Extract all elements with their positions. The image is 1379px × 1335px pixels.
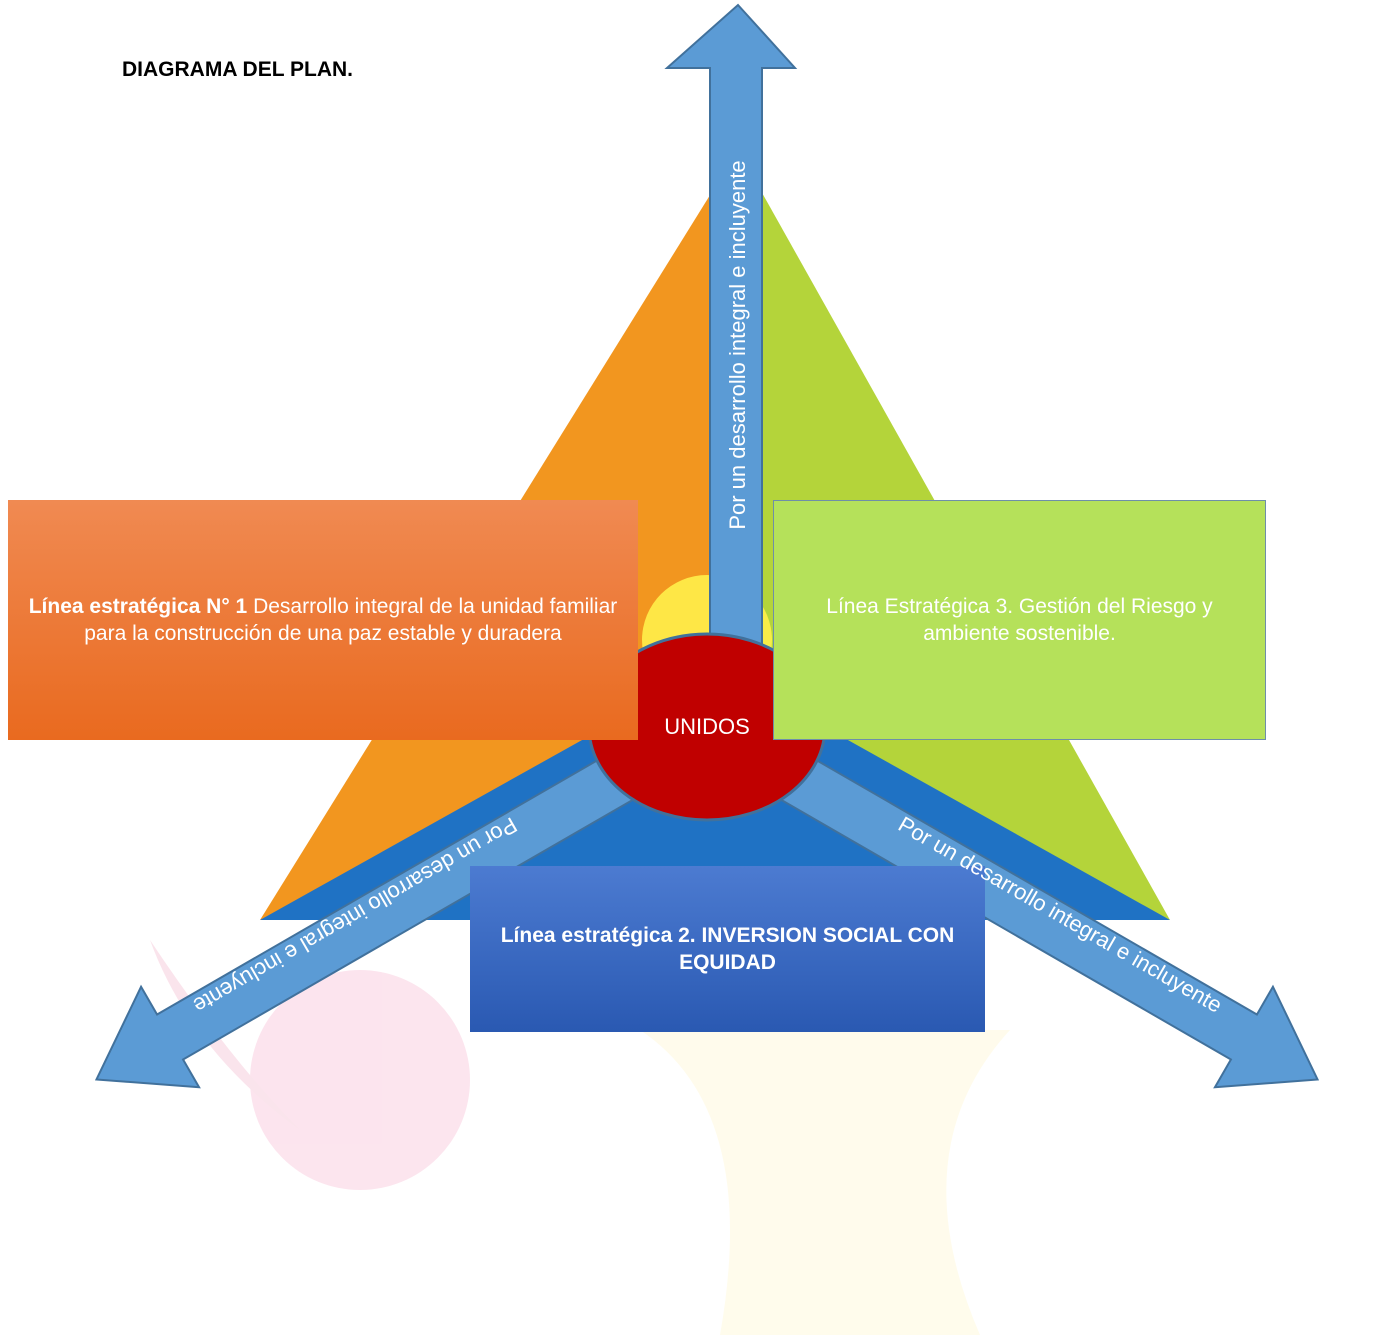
strategic-line-1-title: Línea estratégica N° 1: [28, 594, 248, 618]
strategic-line-1-box: Línea estratégica N° 1 Desarrollo integr…: [8, 500, 638, 740]
arrow-right: [692, 703, 1320, 1089]
strategic-line-1-description: Desarrollo integral de la unidad familia…: [84, 594, 618, 645]
strategic-line-2-text: Línea estratégica 2. INVERSION SOCIAL CO…: [500, 923, 955, 974]
strategic-line-3-box: Línea Estratégica 3. Gestión del Riesgo …: [773, 500, 1266, 740]
arrow-up-label: Por un desarrollo integral e incluyente: [725, 160, 750, 530]
strategic-line-3-text: Línea Estratégica 3. Gestión del Riesgo …: [826, 594, 1213, 645]
strategic-line-2-box: Línea estratégica 2. INVERSION SOCIAL CO…: [470, 866, 985, 1032]
center-label: UNIDOS: [664, 714, 750, 739]
strategic-line-1-text: Línea estratégica N° 1 Desarrollo integr…: [26, 593, 620, 648]
page-title: DIAGRAMA DEL PLAN.: [122, 58, 353, 81]
watermark-logo: [150, 940, 1010, 1335]
